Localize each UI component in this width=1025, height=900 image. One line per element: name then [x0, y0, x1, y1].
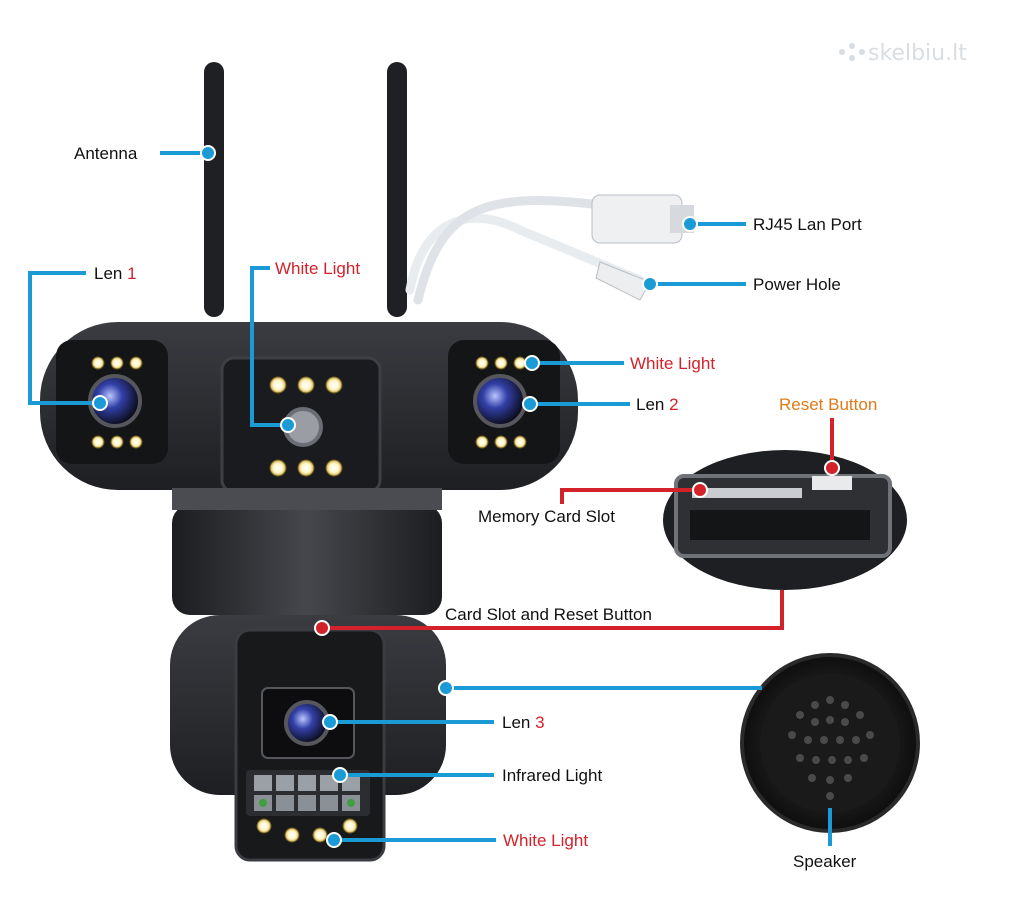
label-len3-text: Len — [502, 713, 530, 732]
label-white-light-top: White Light — [275, 259, 360, 278]
label-len3: Len 3 — [502, 713, 545, 732]
label-speaker: Speaker — [793, 852, 857, 871]
label-antenna: Antenna — [74, 144, 138, 163]
label-len2-number: 2 — [669, 395, 678, 414]
infrared-led-group — [254, 775, 360, 811]
card-slot-inset — [663, 450, 907, 590]
camera-illustration — [40, 62, 694, 862]
watermark-text: skelbiu.lt — [868, 41, 967, 66]
label-len1-number: 1 — [127, 264, 136, 283]
label-reset-button: Reset Button — [779, 395, 877, 414]
leader-dots — [92, 145, 840, 848]
label-len1-text: Len — [94, 264, 122, 283]
label-white-light-right: White Light — [630, 354, 715, 373]
label-len1: Len 1 — [94, 264, 137, 283]
rj45-plug — [591, 194, 683, 244]
label-len3-number: 3 — [535, 713, 544, 732]
speaker-inset — [740, 653, 920, 833]
label-len2: Len 2 — [636, 395, 679, 414]
watermark-icon — [839, 43, 865, 61]
label-card-slot-reset-button: Card Slot and Reset Button — [445, 605, 652, 624]
label-power-hole: Power Hole — [753, 275, 841, 294]
leader-lines — [28, 151, 834, 846]
label-infrared-light: Infrared Light — [502, 766, 602, 785]
label-white-light-bottom: White Light — [503, 831, 588, 850]
label-memory-card-slot: Memory Card Slot — [478, 507, 615, 526]
label-rj45-lan-port: RJ45 Lan Port — [753, 215, 862, 234]
cable-lan — [413, 196, 605, 305]
upper-cylinder — [172, 505, 442, 615]
antenna-left — [204, 62, 224, 317]
antenna-right — [387, 62, 407, 317]
white-led-group — [91, 356, 527, 843]
len2-lens — [473, 374, 527, 428]
label-len2-text: Len — [636, 395, 664, 414]
len3-lens — [284, 700, 330, 746]
power-plug — [595, 261, 651, 301]
